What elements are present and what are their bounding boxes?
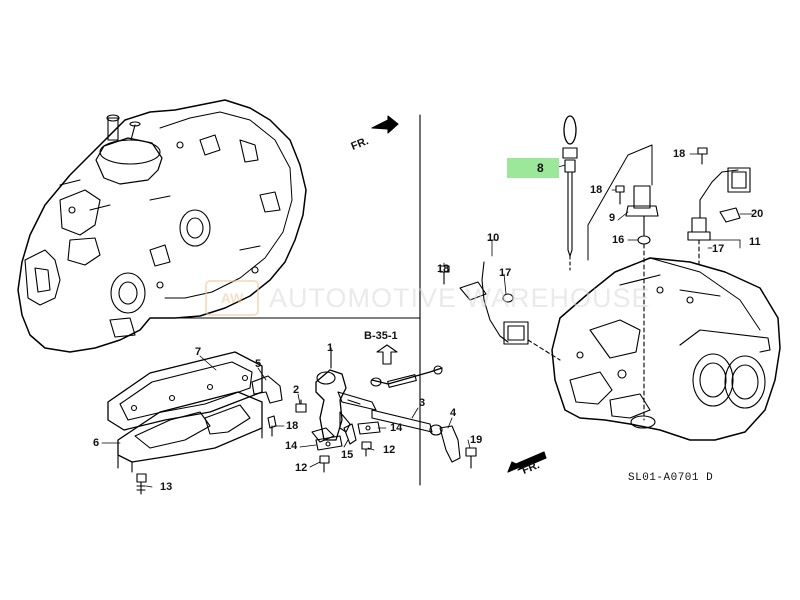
bolt-2 [295,399,307,413]
shift-cable [370,344,443,388]
bolt-18-right [615,185,625,205]
callout-18b[interactable]: 18 [590,184,603,196]
dipstick-tube [587,144,659,421]
callout-18c[interactable]: 18 [673,148,686,160]
callout-17b[interactable]: 17 [712,243,725,255]
plate-14b [357,421,381,435]
callout-14b[interactable]: 14 [390,422,403,434]
diagram-code: SL01-A0701 D [628,472,714,484]
callout-2[interactable]: 2 [293,384,300,396]
bracket-part [251,375,283,437]
callout-12b[interactable]: 12 [383,444,396,456]
bracket-4 [439,425,461,463]
watermark-logo: AW [205,280,259,316]
callout-8-highlight[interactable]: 8 [507,158,559,178]
watermark: AW AUTOMOTIVE WAREHOUSE [205,280,651,316]
callout-13[interactable]: 13 [160,481,173,493]
leader-lines [101,153,753,488]
bolt-12b [361,441,372,457]
callout-18a[interactable]: 18 [437,263,450,275]
callout-16[interactable]: 16 [612,234,625,246]
callout-7[interactable]: 7 [195,346,202,358]
callout-18d[interactable]: 18 [286,420,299,432]
bolt-18-sensor [439,265,450,285]
reference-label: B-35-1 [364,330,398,342]
callout-10[interactable]: 10 [487,232,500,244]
callout-14a[interactable]: 14 [285,440,298,452]
callout-19[interactable]: 19 [470,434,483,446]
callout-17a[interactable]: 17 [499,267,512,279]
pulse-sensor [459,261,561,361]
bolt-18-top [697,147,708,165]
valve-body-cover [107,351,263,473]
callout-6[interactable]: 6 [93,437,100,449]
clip-15 [343,423,357,445]
callout-4[interactable]: 4 [450,407,457,419]
callout-9[interactable]: 9 [609,212,616,224]
callout-3[interactable]: 3 [419,397,426,409]
plate-14a [315,435,343,451]
callout-11[interactable]: 11 [749,236,761,248]
callout-20[interactable]: 20 [751,208,764,220]
callout-15[interactable]: 15 [341,449,354,461]
clip-20 [719,207,741,223]
transmission-case-left [17,99,307,353]
callout-12a[interactable]: 12 [295,462,308,474]
bolt-13 [136,473,147,495]
front-arrow-top-icon [371,115,399,134]
callout-1[interactable]: 1 [327,342,334,354]
bolt-19 [465,447,477,469]
shaft-3 [371,409,443,436]
watermark-text: AUTOMOTIVE WAREHOUSE [269,282,651,313]
front-arrow-bottom-icon [507,451,547,473]
dipstick [562,115,578,271]
callout-5[interactable]: 5 [255,358,262,370]
speed-sensor [687,167,751,266]
transmission-case-right [551,257,781,441]
bolt-12a [319,455,330,473]
